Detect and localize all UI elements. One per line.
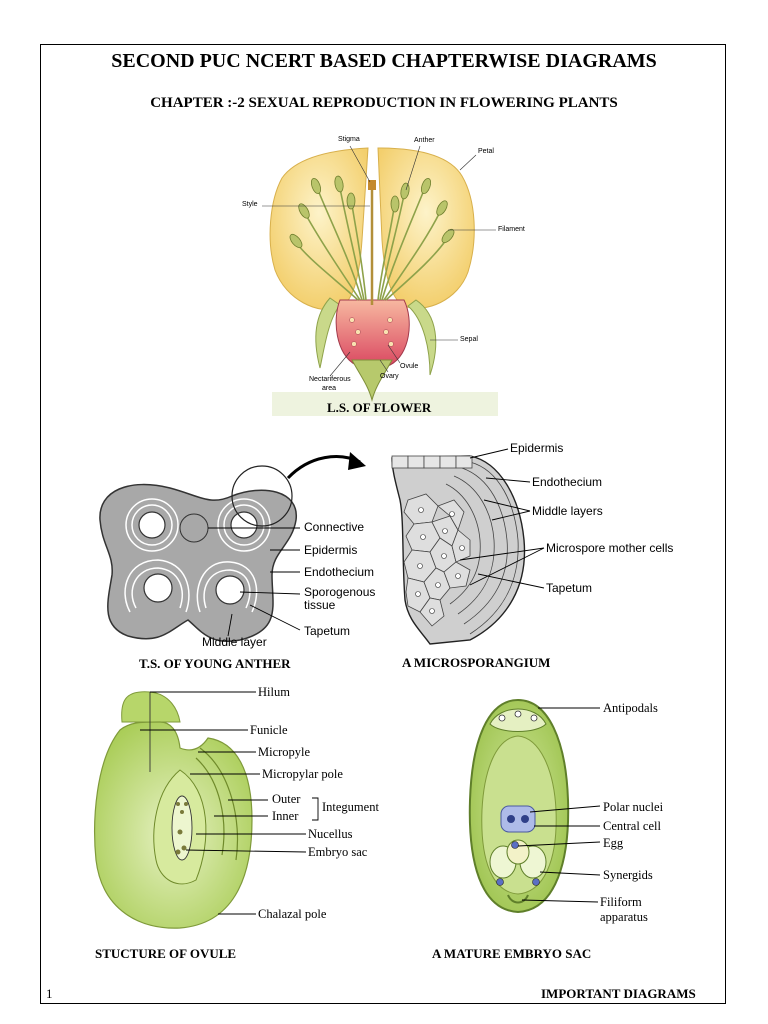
flower-stigma [368, 180, 376, 190]
flower-caption: L.S. OF FLOWER [327, 400, 432, 415]
flower-receptacle [351, 359, 393, 402]
anther-leader-lines [208, 527, 301, 637]
microsporangium-leader-lines [459, 448, 545, 589]
flower-petal-left [269, 147, 369, 311]
flower-label-anther: Anther [414, 137, 435, 144]
flower-label-ovary: Ovary [380, 373, 399, 380]
embryo-sac-label-filiform: Filiform [600, 895, 642, 909]
embryo-sac-caption: A MATURE EMBRYO SAC [432, 946, 592, 961]
ovule-label-outer: Outer [272, 792, 301, 806]
ovule-label-inner: Inner [272, 809, 299, 823]
ovule-label-micropyle: Micropyle [258, 745, 311, 759]
embryo-sac-filiform [507, 894, 529, 904]
flower-label-nectariferous: Nectariferous [309, 376, 351, 383]
embryo-sac-label-egg: Egg [603, 836, 624, 850]
embryo-sac-antipodals [489, 708, 547, 732]
ovule-label-embryo-sac: Embryo sac [308, 845, 368, 859]
page-frame [40, 44, 726, 1004]
embryo-sac-leader-lines [517, 707, 601, 903]
anther-label-sporogenous: Sporogenous [304, 585, 376, 599]
microsporangium-label-endothecium: Endothecium [532, 475, 603, 489]
microsporangium-layer-arcs [445, 461, 519, 635]
embryo-sac-polar-nuclei [500, 805, 536, 833]
flower-sepal-left [315, 297, 341, 369]
ovule-label-funicle: Funicle [250, 723, 288, 737]
flower-base-shadow [272, 392, 498, 416]
ovule-outer-integument [199, 747, 239, 861]
flower-stamens [297, 187, 447, 301]
ovule-embryo-sac-cells [175, 802, 188, 855]
microsporangium-epidermis-cells [391, 455, 473, 469]
page-title: SECOND PUC NCERT BASED CHAPTERWISE DIAGR… [111, 50, 657, 72]
anther-locules [138, 511, 258, 605]
anther-label-epidermis: Epidermis [304, 543, 358, 557]
embryo-sac-label-antipodals: Antipodals [603, 701, 658, 715]
microsporangium-label-tapetum: Tapetum [546, 581, 593, 595]
embryo-sac-label-apparatus: apparatus [600, 910, 648, 924]
anther-label-endothecium: Endothecium [304, 565, 375, 579]
flower-label-petal: Petal [478, 148, 494, 155]
ovule-label-integument: Integument [322, 800, 379, 814]
flower-label-stigma: Stigma [338, 136, 360, 143]
ovule-label-nucellus: Nucellus [308, 827, 353, 841]
flower-label-sepal: Sepal [460, 336, 478, 343]
ovule-leader-lines [140, 691, 319, 915]
microsporangium-caption: A MICROSPORANGIUM [402, 655, 551, 670]
chapter-subtitle: CHAPTER :-2 SEXUAL REPRODUCTION IN FLOWE… [150, 95, 618, 111]
page-number: 1 [46, 986, 53, 1001]
ovule-embryo-sac [171, 795, 193, 861]
ovule-label-chalazal-pole: Chalazal pole [258, 907, 327, 921]
microsporangium-nuclei [415, 507, 465, 614]
embryo-sac-label-central-cell: Central cell [603, 819, 661, 833]
ovule-inner-integument [195, 757, 225, 856]
flower-leader-lines [262, 145, 496, 377]
ovule-label-micropylar-pole: Micropylar pole [262, 767, 343, 781]
ovule-caption: STUCTURE OF OVULE [95, 946, 237, 961]
flower-sepal-right [407, 299, 437, 376]
anther-caption: T.S. OF YOUNG ANTHER [139, 656, 291, 671]
anther-zoom-circle [231, 465, 293, 527]
anther-label-tapetum: Tapetum [304, 624, 351, 638]
embryo-sac-label-synergids: Synergids [603, 868, 653, 882]
anther-label-tissue: tissue [304, 598, 336, 612]
ovule-label-hilum: Hilum [258, 685, 290, 699]
flower-ovules [349, 317, 394, 347]
egg-apparatus-nuclei [496, 841, 540, 886]
flower-label-filament: Filament [498, 226, 525, 233]
footer-label: IMPORTANT DIAGRAMS [541, 986, 696, 1001]
anther-label-middle-layer: Middle layer [202, 635, 267, 649]
antipodal-nuclei [498, 710, 538, 722]
flower-label-ovule: Ovule [400, 363, 419, 370]
flower-label-area: area [322, 385, 337, 392]
microsporangium-label-mmc: Microspore mother cells [546, 541, 674, 555]
embryo-sac-label-polar-nuclei: Polar nuclei [603, 800, 664, 814]
anther-zoom-arrowhead [348, 452, 366, 470]
microsporangium-label-middle-layers: Middle layers [532, 504, 603, 518]
polar-nuclei-dots [507, 815, 529, 823]
flower-label-style: Style [242, 201, 258, 208]
anther-label-connective: Connective [304, 520, 365, 534]
microsporangium-label-epidermis: Epidermis [510, 441, 564, 455]
